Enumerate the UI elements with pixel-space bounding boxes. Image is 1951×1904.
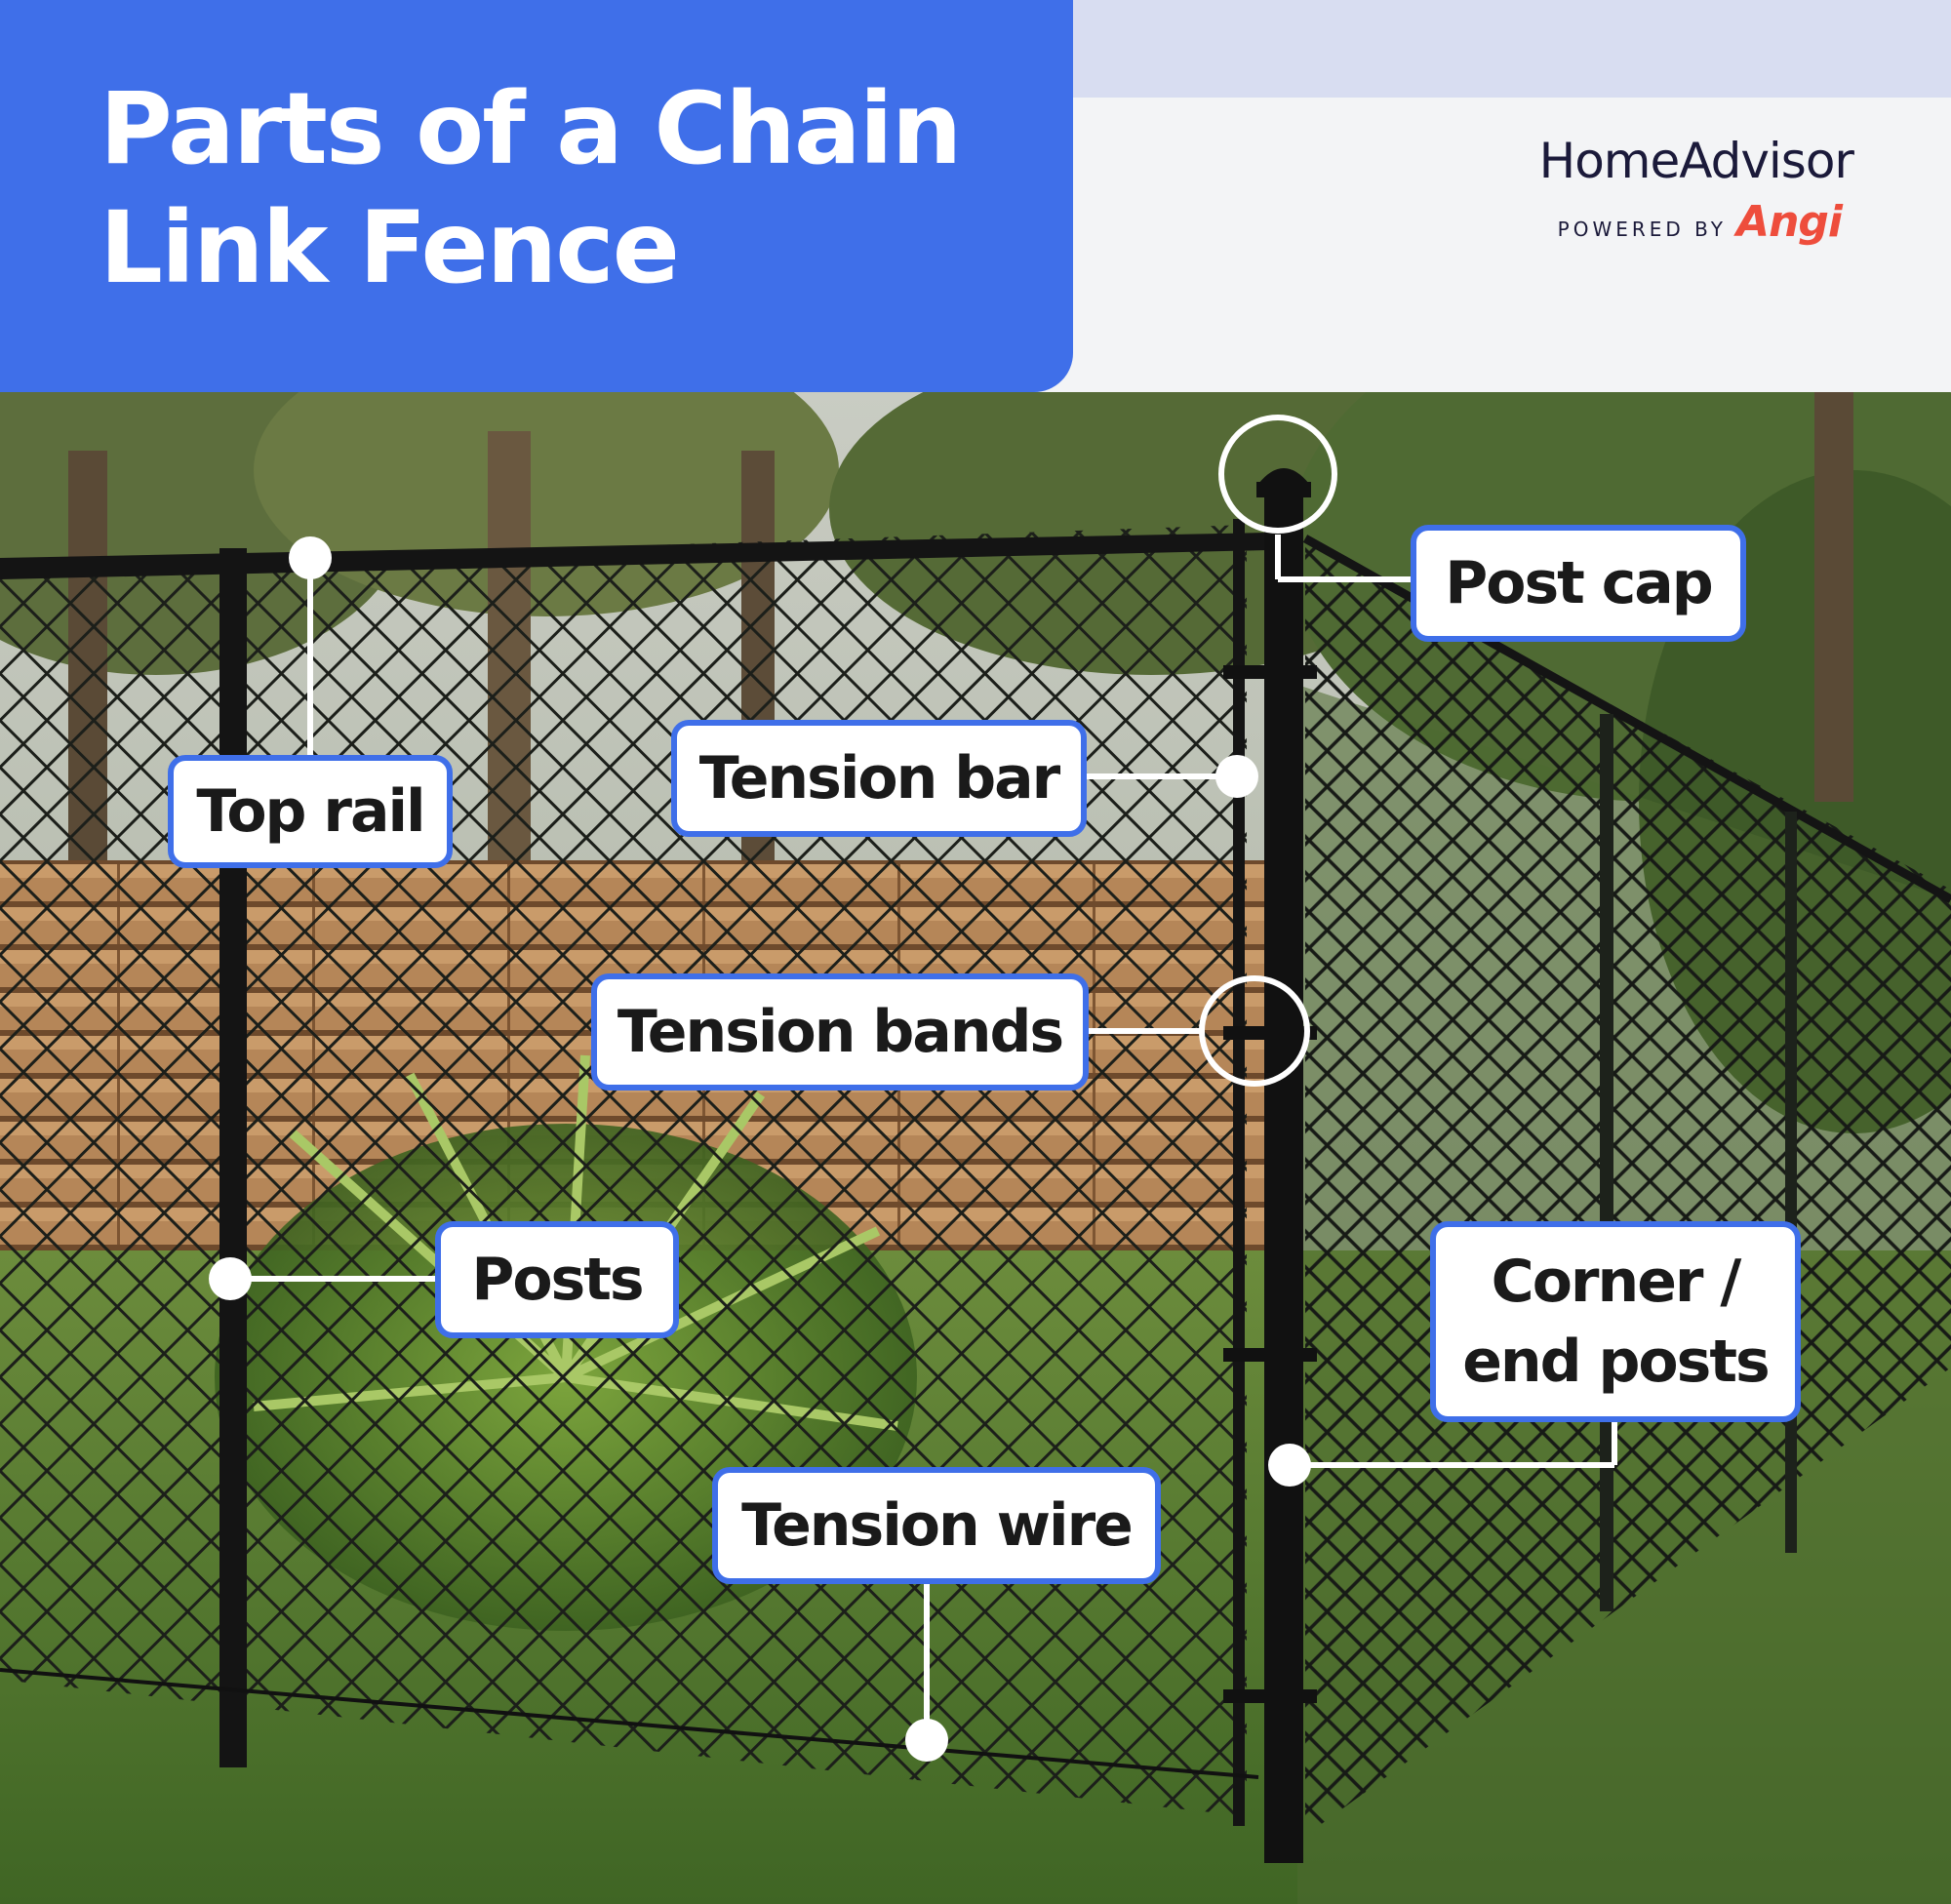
line-post-far (1785, 812, 1797, 1553)
tension-wire (0, 1668, 1259, 1779)
label-corner-end-posts-line-2: end posts (1462, 1328, 1771, 1396)
chain-link-mesh-left (0, 525, 1247, 1816)
label-tension-bands-text: Tension bands (617, 998, 1064, 1066)
tension-band (1223, 1689, 1317, 1703)
label-top-rail-text: Top rail (196, 777, 425, 846)
brand-parent-logo: Angi (1736, 197, 1843, 247)
tension-bar (1233, 519, 1245, 1826)
label-posts: Posts (435, 1221, 679, 1338)
label-post-cap-text: Post cap (1445, 549, 1713, 617)
corner-post (1264, 478, 1303, 1863)
label-tension-wire: Tension wire (712, 1467, 1161, 1584)
label-top-rail: Top rail (168, 755, 453, 868)
label-tension-bands: Tension bands (591, 973, 1089, 1091)
tree-trunk (1814, 392, 1853, 802)
line-post-far (1600, 714, 1613, 1611)
tension-band (1223, 665, 1317, 679)
post-cap-rim (1256, 482, 1311, 497)
label-tension-bar: Tension bar (671, 720, 1087, 837)
tension-band (1223, 1026, 1317, 1040)
brand-powered-by: POWERED BY (1557, 218, 1728, 241)
label-post-cap: Post cap (1411, 525, 1746, 642)
fence-illustration (0, 392, 1951, 1904)
tension-band (1223, 1348, 1317, 1362)
label-tension-bar-text: Tension bar (698, 744, 1060, 813)
page-title: Parts of a Chain Link Fence (100, 70, 962, 308)
brand-name: HomeAdvisor (1538, 133, 1854, 189)
label-corner-end-posts: Corner / end posts (1430, 1221, 1801, 1422)
page-title-line-2: Link Fence (100, 190, 680, 306)
homeadvisor-logo: HomeAdvisor POWERED BY Angi (1483, 133, 1854, 247)
label-tension-wire-text: Tension wire (741, 1491, 1134, 1560)
label-corner-end-posts-text: Corner / end posts (1462, 1242, 1771, 1402)
brand-tagline: POWERED BY Angi (1483, 197, 1853, 247)
page-title-line-1: Parts of a Chain (100, 71, 962, 187)
label-posts-text: Posts (471, 1246, 644, 1314)
fence-photo (0, 392, 1951, 1904)
title-panel: Parts of a Chain Link Fence (0, 0, 1073, 392)
line-post (219, 548, 247, 1767)
label-corner-end-posts-line-1: Corner / (1491, 1248, 1742, 1316)
